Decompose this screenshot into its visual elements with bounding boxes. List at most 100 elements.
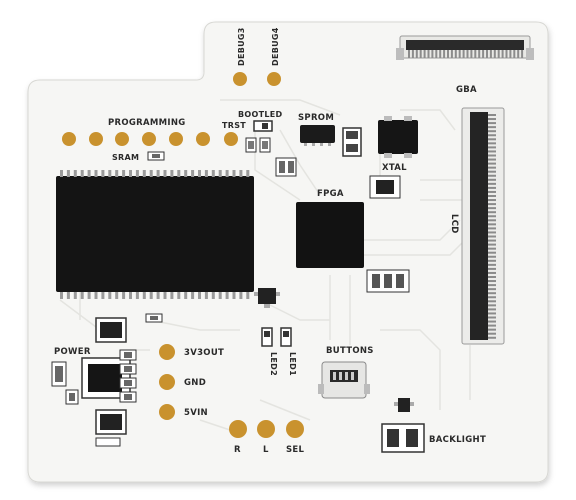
pin [513, 50, 516, 58]
transistor-1 [254, 288, 280, 308]
pin [177, 292, 181, 299]
pin [66, 292, 70, 299]
power-label: POWER [54, 347, 91, 357]
gba-label: GBA [456, 85, 477, 95]
pin [488, 235, 496, 238]
fpga-label: FPGA [317, 189, 344, 199]
debug3-label: DEBUG3 [237, 27, 246, 66]
sprom-chip [300, 125, 335, 143]
pin [435, 50, 438, 58]
pin [122, 170, 126, 177]
pin [427, 50, 430, 58]
pin [488, 130, 496, 133]
small-caps-cluster-3 [275, 157, 297, 177]
gba-connector [396, 35, 534, 60]
pin [108, 292, 112, 299]
pin [450, 50, 453, 58]
pin [488, 324, 496, 327]
pin [488, 122, 496, 125]
pin [73, 292, 77, 299]
pin [170, 170, 174, 177]
pin [135, 292, 139, 299]
pin [488, 239, 496, 242]
pin [239, 292, 243, 299]
pin [488, 296, 496, 299]
pin [101, 170, 105, 177]
pin [488, 195, 496, 197]
pin [458, 50, 461, 58]
pin [488, 190, 496, 193]
pin [170, 292, 174, 299]
pin [149, 170, 153, 177]
5vin-label: 5VIN [184, 408, 208, 418]
pin [439, 50, 442, 58]
backlight-transistor [394, 398, 414, 412]
pin [115, 170, 119, 177]
r-pad [229, 420, 247, 438]
xtal-crystal [378, 120, 418, 154]
pin [521, 50, 524, 58]
pin [488, 166, 496, 169]
pin [488, 308, 496, 311]
pin [211, 292, 215, 299]
pin [225, 292, 229, 299]
pin [488, 215, 496, 218]
pin [142, 170, 146, 177]
pin [488, 142, 496, 145]
pin [488, 336, 496, 339]
pin [488, 134, 496, 137]
fpga-chip [296, 202, 364, 268]
pin [204, 292, 208, 299]
small-caps-cluster-2 [342, 127, 362, 157]
pin [419, 50, 422, 58]
sram-chip [56, 170, 254, 299]
xtal-label: XTAL [382, 163, 407, 173]
bootled-led [253, 120, 273, 132]
pin [246, 292, 250, 299]
pin [488, 186, 496, 189]
pin [454, 50, 457, 58]
pin [191, 292, 195, 299]
pin [80, 170, 84, 177]
sram-label: SRAM [112, 153, 139, 162]
pin [232, 170, 236, 177]
pin [101, 292, 105, 299]
pin [87, 170, 91, 177]
pin [431, 50, 434, 58]
pin [87, 292, 91, 299]
pin [184, 292, 188, 299]
pin [509, 50, 512, 58]
pin [163, 170, 167, 177]
pin [488, 219, 496, 222]
pin [488, 114, 496, 116]
pin [129, 170, 132, 177]
pin [218, 292, 222, 299]
pin [488, 300, 496, 303]
pin [488, 207, 496, 210]
pin [198, 170, 201, 177]
pin [488, 312, 496, 315]
l-label: L [263, 445, 269, 455]
pin [191, 170, 195, 177]
debug3-pad [233, 72, 247, 86]
pin [156, 170, 160, 177]
buttons-connector [318, 361, 370, 399]
pin [488, 203, 496, 206]
pin [80, 292, 84, 299]
backlight-label: BACKLIGHT [429, 435, 486, 445]
pin [497, 50, 500, 58]
pin [488, 247, 496, 250]
pin [239, 170, 243, 177]
led2-label: LED2 [269, 352, 278, 376]
pin [443, 50, 446, 58]
lcd-connector [461, 107, 505, 345]
pin [115, 292, 119, 299]
pin [60, 170, 63, 177]
gnd-label: GND [184, 378, 206, 388]
pin [488, 199, 496, 202]
pin [488, 271, 496, 274]
led1-label: LED1 [288, 352, 297, 376]
pin [488, 267, 496, 270]
